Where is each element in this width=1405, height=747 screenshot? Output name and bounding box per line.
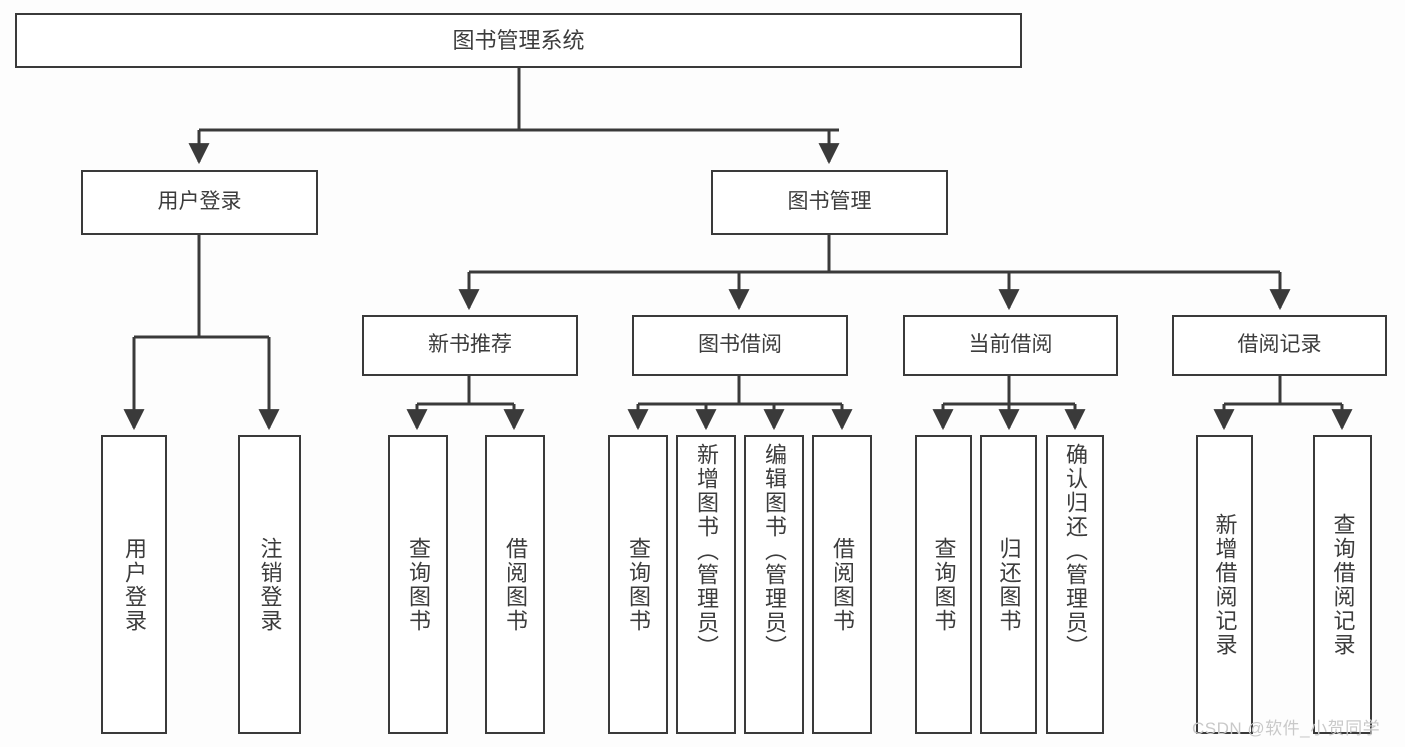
leaf-borrow-query-book-label: 查询图书 <box>626 536 651 633</box>
node-book-management-label: 图书管理 <box>787 190 872 214</box>
node-root[interactable]: 图书管理系统 <box>15 13 1022 68</box>
leaf-newbook-borrow-book-label: 借阅图书 <box>503 536 528 633</box>
node-borrow-records[interactable]: 借阅记录 <box>1172 315 1387 376</box>
leaf-current-confirm-return-admin-label: 确认归还（管理员） <box>1063 443 1088 659</box>
leaf-newbook-borrow-book[interactable]: 借阅图书 <box>485 435 545 734</box>
leaf-newbook-query-book-label: 查询图书 <box>406 536 431 633</box>
leaf-current-query-book[interactable]: 查询图书 <box>915 435 972 734</box>
leaf-newbook-query-book[interactable]: 查询图书 <box>388 435 448 734</box>
node-book-borrow-label: 图书借阅 <box>698 333 782 357</box>
node-new-book-recommend-label: 新书推荐 <box>428 333 512 357</box>
leaf-current-return-book[interactable]: 归还图书 <box>980 435 1037 734</box>
leaf-current-query-book-label: 查询图书 <box>931 536 957 633</box>
leaf-logout-login-label: 注销登录 <box>257 536 283 633</box>
leaf-borrow-add-book-admin-label: 新增图书（管理员） <box>694 443 719 659</box>
node-current-borrow-label: 当前借阅 <box>968 333 1053 357</box>
node-root-label: 图书管理系统 <box>452 27 585 53</box>
leaf-records-query-record-label: 查询借阅记录 <box>1330 512 1356 657</box>
node-user-login-label: 用户登录 <box>157 190 242 214</box>
leaf-borrow-borrow-book[interactable]: 借阅图书 <box>812 435 872 734</box>
leaf-borrow-query-book[interactable]: 查询图书 <box>608 435 668 734</box>
leaf-records-query-record[interactable]: 查询借阅记录 <box>1313 435 1372 734</box>
leaf-current-return-book-label: 归还图书 <box>996 536 1022 633</box>
node-current-borrow[interactable]: 当前借阅 <box>903 315 1118 376</box>
leaf-current-confirm-return-admin[interactable]: 确认归还（管理员） <box>1046 435 1104 734</box>
leaf-records-add-record-label: 新增借阅记录 <box>1212 512 1238 657</box>
leaf-logout-login[interactable]: 注销登录 <box>238 435 301 734</box>
node-new-book-recommend[interactable]: 新书推荐 <box>362 315 578 376</box>
leaf-borrow-add-book-admin[interactable]: 新增图书（管理员） <box>676 435 736 734</box>
leaf-records-add-record[interactable]: 新增借阅记录 <box>1196 435 1253 734</box>
leaf-user-login[interactable]: 用户登录 <box>101 435 167 734</box>
leaf-user-login-label: 用户登录 <box>122 536 147 633</box>
leaf-borrow-edit-book-admin[interactable]: 编辑图书（管理员） <box>744 435 804 734</box>
node-user-login[interactable]: 用户登录 <box>81 170 318 235</box>
node-book-management[interactable]: 图书管理 <box>711 170 948 235</box>
node-book-borrow[interactable]: 图书借阅 <box>632 315 848 376</box>
csdn-watermark: CSDN @软件_小贺同学 <box>1192 719 1381 738</box>
node-borrow-records-label: 借阅记录 <box>1237 333 1322 357</box>
leaf-borrow-borrow-book-label: 借阅图书 <box>830 536 855 633</box>
leaf-borrow-edit-book-admin-label: 编辑图书（管理员） <box>762 443 787 659</box>
